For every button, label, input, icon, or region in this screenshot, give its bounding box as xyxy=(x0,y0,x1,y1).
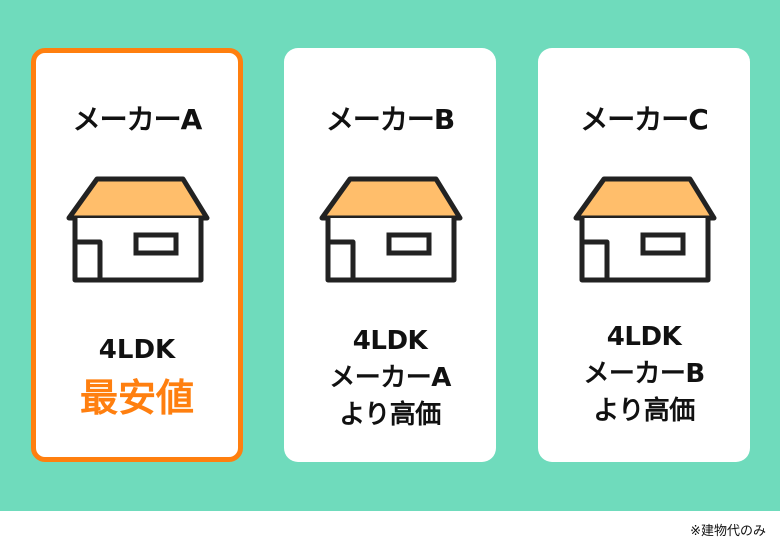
maker-title: メーカーB xyxy=(325,103,455,136)
compare-text: より高価 xyxy=(339,400,441,430)
floor-plan: 4LDK xyxy=(352,326,428,356)
maker-title: メーカーA xyxy=(72,103,203,136)
maker-a-card: メーカーA 4LDK 最安値 xyxy=(31,48,243,462)
cheapest-label: 最安値 xyxy=(79,376,194,420)
house-icon xyxy=(573,176,717,283)
maker-b-card: メーカーB 4LDK メーカーA より高価 xyxy=(284,48,496,462)
floor-plan: 4LDK xyxy=(98,335,176,365)
floor-plan: 4LDK xyxy=(606,322,682,352)
comparison-area: メーカーA 4LDK 最安値 メーカーB 4LDK メーカーA より高価 メーカ… xyxy=(0,0,780,511)
compare-maker: メーカーA xyxy=(329,363,451,393)
compare-text: より高価 xyxy=(593,396,695,426)
house-icon xyxy=(319,176,463,283)
price-info: 4LDK メーカーA より高価 xyxy=(284,323,496,434)
house-icon xyxy=(66,176,210,283)
maker-title: メーカーC xyxy=(580,103,709,136)
maker-c-card: メーカーC 4LDK メーカーB より高価 xyxy=(538,48,750,462)
price-info: 4LDK メーカーB より高価 xyxy=(538,319,750,430)
footnote: ※建物代のみ xyxy=(690,524,766,539)
price-info: 4LDK 最安値 xyxy=(36,332,238,425)
compare-maker: メーカーB xyxy=(583,359,705,389)
